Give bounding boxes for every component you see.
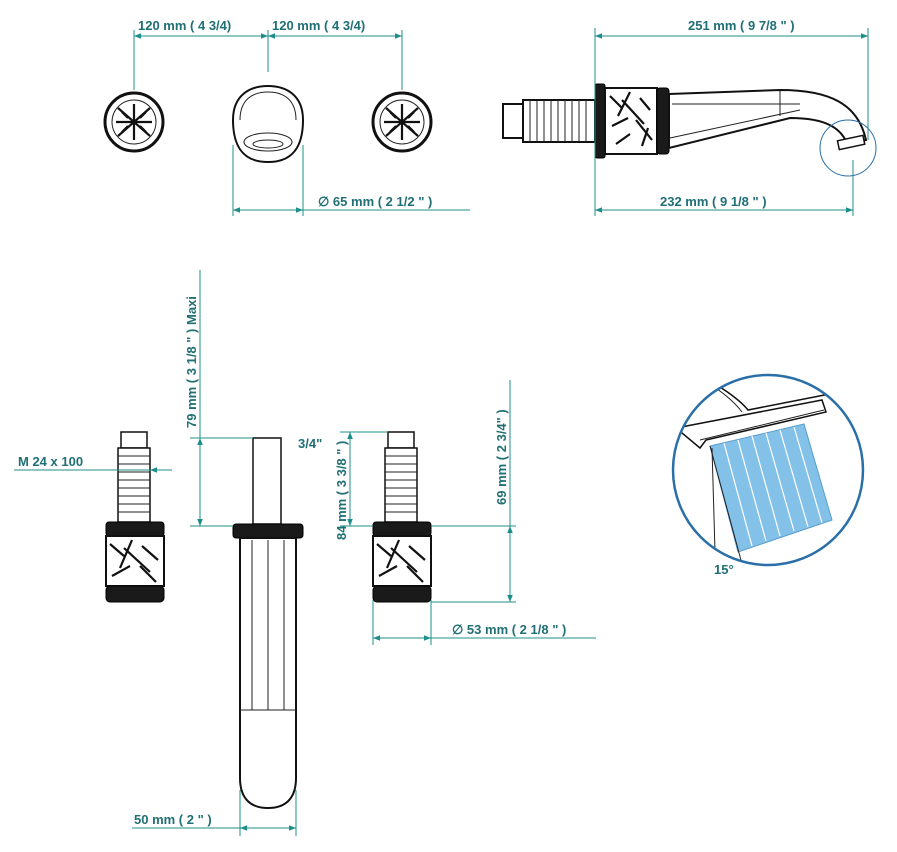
spout-length-total-label: 251 mm ( 9 7/8 " ) (688, 18, 795, 33)
spout-front (231, 84, 305, 164)
handle-body-height-label: 84 mm ( 3 3/8 " ) (334, 441, 349, 540)
inlet-size-label: 3/4" (298, 436, 322, 451)
thread-size-label: M 24 x 100 (18, 454, 83, 469)
handle-spacing-left-label: 120 mm ( 4 3/4) (138, 18, 231, 33)
left-handle-elevation (105, 431, 165, 603)
front-view-top: 120 mm ( 4 3/4) 120 mm ( 4 3/4) ∅ 65 mm … (103, 18, 470, 216)
center-spout-elevation (232, 437, 304, 810)
side-view-top: 251 mm ( 9 7/8 " ) 232 mm ( 9 1/8 " ) (502, 18, 877, 216)
spray-angle-label: 15° (714, 562, 734, 577)
handle-total-height-label: 69 mm ( 2 3/4" ) (494, 409, 509, 505)
left-handle-rosette (103, 91, 165, 153)
spout-width-label: 50 mm ( 2 " ) (134, 812, 212, 827)
right-handle-elevation (372, 431, 432, 603)
aerator-detail: 15° (671, 373, 865, 577)
max-adjust-label: 79 mm ( 3 1/8 " ) Maxi (184, 296, 199, 428)
handle-diameter-label: ∅ 53 mm ( 2 1/8 " ) (452, 622, 566, 637)
spout-projection-label: 232 mm ( 9 1/8 " ) (660, 194, 767, 209)
elevation-view: 79 mm ( 3 1/8 " ) Maxi M 24 x 100 3/4" 8… (14, 270, 596, 836)
handle-spacing-right-label: 120 mm ( 4 3/4) (272, 18, 365, 33)
right-handle-rosette (371, 91, 433, 153)
spout-diameter-label: ∅ 65 mm ( 2 1/2 " ) (318, 194, 432, 209)
